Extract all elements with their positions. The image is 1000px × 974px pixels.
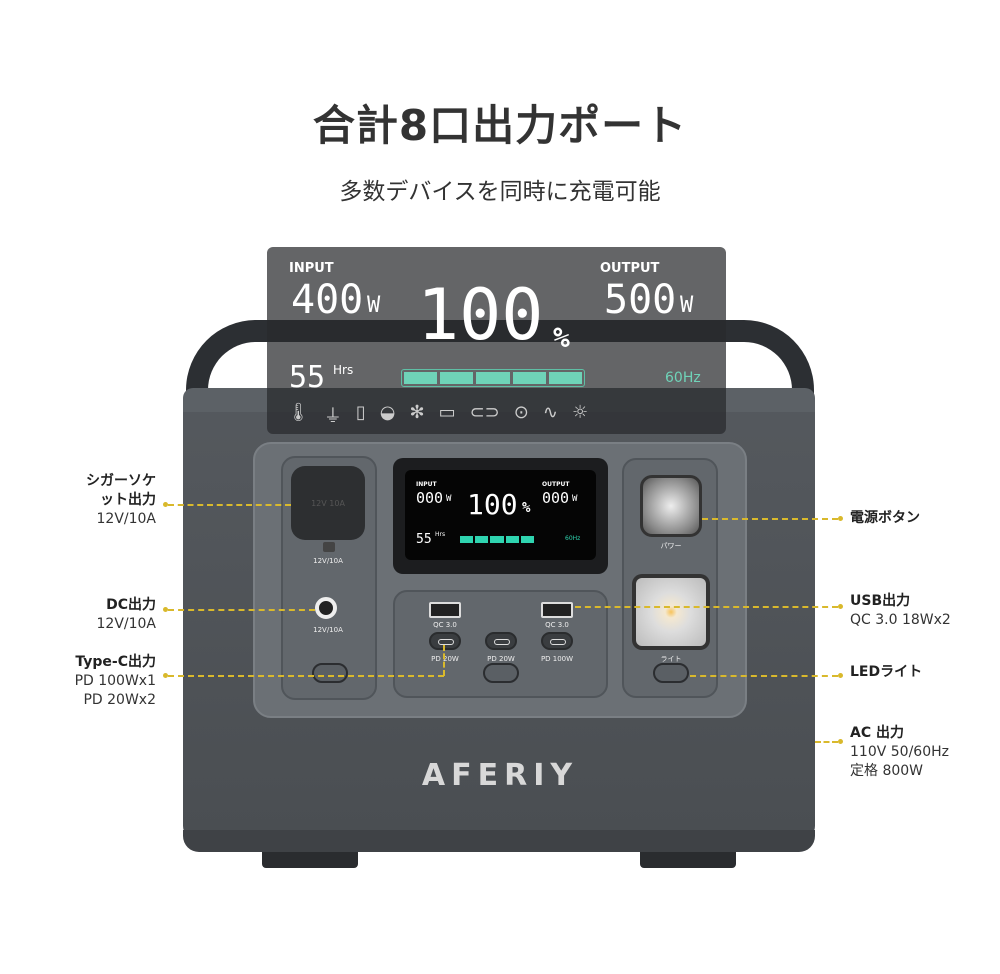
lcd-hours: 55 — [416, 532, 432, 547]
callout-led-title: LEDライト — [850, 664, 923, 680]
callout-line — [702, 518, 838, 520]
percent-sign: % — [553, 321, 570, 354]
pd1-label: PD 20W — [431, 655, 459, 663]
led-light — [632, 574, 710, 650]
plug-icon: ⏚ — [323, 406, 342, 427]
callout-line — [168, 504, 291, 506]
light-label: ライト — [660, 655, 682, 663]
callout-typec-spec2: PD 20Wx2 — [83, 692, 156, 708]
usb-c-icon: ⊂⊃ — [469, 402, 500, 423]
callout-dc-title: DC出力 — [106, 597, 156, 613]
callout-usb-title: USB出力 — [850, 593, 911, 609]
brand-logo: AFERIY — [421, 758, 579, 793]
usb-a-icon: ▭ — [438, 402, 456, 423]
callout-typec-title: Type-C出力 — [75, 654, 156, 670]
callout-ac-spec2: 定格 800W — [850, 763, 924, 779]
power-label: パワー — [660, 542, 682, 550]
lcd-output-unit: W — [572, 494, 578, 504]
device-foot — [262, 852, 358, 868]
callout-typec: Type-C出力 PD 100Wx1 PD 20Wx2 — [6, 653, 156, 710]
qc-left-label: QC 3.0 — [433, 621, 457, 629]
lcd-input-label: INPUT — [416, 481, 437, 488]
lcd-percent: 100 — [467, 488, 518, 521]
car-socket-icon: ◒ — [379, 402, 396, 423]
light-button[interactable] — [653, 663, 689, 683]
callout-power: 電源ボタン — [850, 509, 920, 528]
lcd-frequency: 60Hz — [565, 535, 581, 542]
cig-label: 12V/10A — [313, 557, 343, 565]
output-value: 500 — [604, 277, 677, 323]
cigarette-socket[interactable]: 12V 10A — [291, 466, 365, 540]
lcd-output-label: OUTPUT — [542, 481, 570, 488]
usb-a-port-left[interactable] — [429, 602, 461, 618]
lcd-percent-sign: % — [522, 500, 531, 516]
lcd-battery-bar — [460, 536, 535, 543]
callout-ac-title: AC 出力 — [850, 725, 904, 741]
hours-value: 55 — [289, 360, 326, 395]
usb-a-port-right[interactable] — [541, 602, 573, 618]
output-unit: W — [680, 293, 694, 318]
input-label: INPUT — [289, 261, 334, 276]
lcd-output-value: 000 — [542, 489, 570, 507]
dc-port[interactable] — [315, 597, 337, 619]
usb-switch-button[interactable] — [483, 663, 519, 683]
callout-line — [575, 606, 838, 608]
callout-ac: AC 出力 110V 50/60Hz 定格 800W — [850, 724, 949, 781]
battery-charge-icon: ▯ — [355, 402, 366, 423]
callout-usb-spec: QC 3.0 18Wx2 — [850, 612, 951, 628]
frequency: 60Hz — [665, 370, 701, 386]
callout-cig-title-1: シガーソケ — [86, 473, 156, 489]
lcd-hours-unit: Hrs — [435, 531, 446, 538]
callout-dc-spec: 12V/10A — [96, 616, 157, 632]
callout-typec-spec1: PD 100Wx1 — [74, 673, 156, 689]
pd3-label: PD 100W — [540, 655, 574, 663]
lcd-input-value: 000 — [416, 489, 444, 507]
thermometer-icon: 🌡 — [287, 402, 310, 423]
callout-cig-spec: 12V/10A — [96, 511, 157, 527]
input-value: 400 — [291, 277, 364, 323]
callout-line — [168, 609, 315, 611]
lcd-input-unit: W — [446, 494, 452, 504]
usb-c-port-2[interactable] — [485, 632, 517, 650]
page-title: 合計8口出力ポート — [312, 101, 688, 150]
pd2-label: PD 20W — [487, 655, 515, 663]
device-foot — [640, 852, 736, 868]
display-zoom-overlay: INPUT 400 W 100 % OUTPUT 500 W 55 Hrs 60… — [267, 247, 726, 434]
cig-cap-hinge — [323, 542, 335, 552]
dc-label: 12V/10A — [313, 626, 343, 634]
callout-usb: USB出力 QC 3.0 18Wx2 — [850, 592, 951, 630]
ac-wave-icon: ∿ — [542, 402, 558, 423]
hours-unit: Hrs — [333, 363, 354, 377]
input-unit: W — [367, 293, 381, 318]
output-label: OUTPUT — [600, 261, 660, 276]
callout-cig-title-2: ット出力 — [100, 492, 156, 508]
dc-switch-button[interactable] — [312, 663, 348, 683]
callout-line — [168, 675, 444, 677]
callout-line — [815, 741, 838, 743]
callout-power-title: 電源ボタン — [850, 510, 920, 526]
page-subtitle: 多数デバイスを同時に充電可能 — [339, 179, 661, 205]
dc-port-icon: ⊙ — [513, 402, 529, 423]
usb-c-port-3[interactable] — [541, 632, 573, 650]
qc-right-label: QC 3.0 — [545, 621, 569, 629]
callout-led: LEDライト — [850, 663, 922, 682]
cig-cap-text: 12V 10A — [311, 498, 345, 508]
device-base — [183, 830, 815, 852]
usb-c-port-1[interactable] — [429, 632, 461, 650]
power-button[interactable] — [640, 475, 702, 537]
fan-icon: ✻ — [409, 402, 425, 423]
callout-dc: DC出力 12V/10A — [6, 596, 157, 634]
light-bulb-icon: ☼ — [571, 402, 589, 423]
battery-percent: 100 — [417, 274, 544, 356]
callout-cig: シガーソケ ット出力 12V/10A — [6, 472, 156, 529]
callout-ac-spec1: 110V 50/60Hz — [850, 744, 949, 760]
lcd-screen: INPUT 000 W OUTPUT 000 W 100 % 55 Hrs 60… — [393, 458, 608, 574]
battery-level-bar — [401, 369, 585, 387]
callout-line — [690, 675, 838, 677]
